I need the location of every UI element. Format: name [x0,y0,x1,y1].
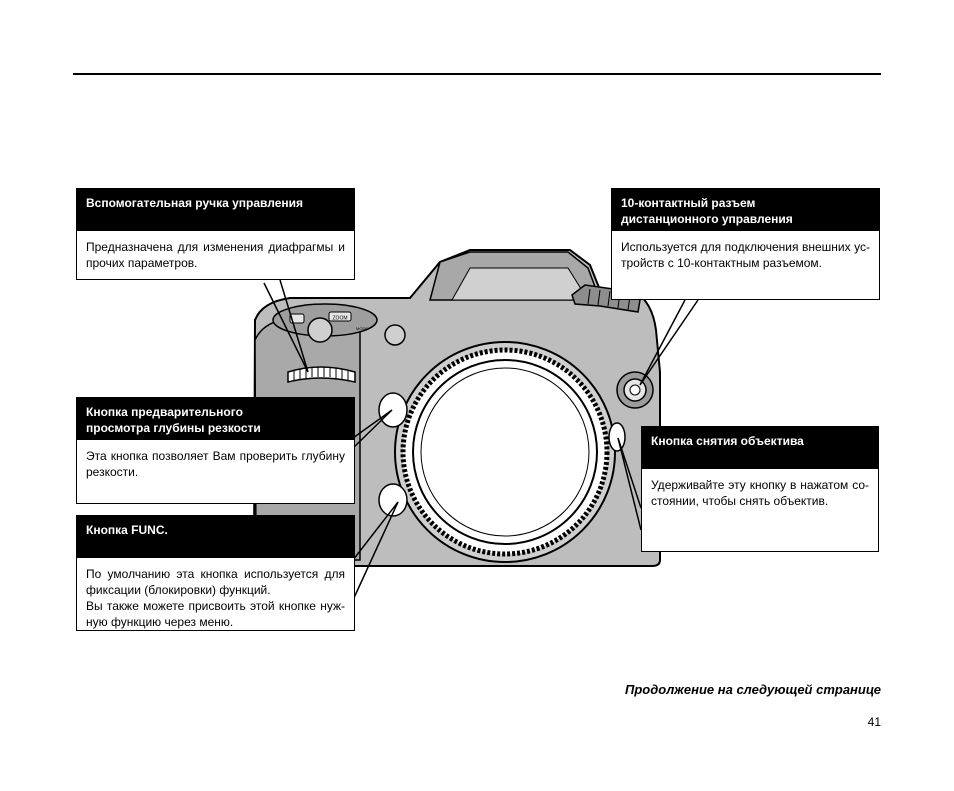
callout-body: Удерживайте эту кнопку в нажатом со-стоя… [642,469,878,515]
mode-label: MODE [356,326,368,331]
callout-depth-of-field-button: Кнопка предварительного просмотра глубин… [76,397,355,504]
callout-text: Предназначена для изменения диафрагмы и … [86,240,345,270]
callout-title-text: Вспомогательная ручка управления [86,196,304,210]
depth-of-field-button [378,392,408,428]
callout-title: Кнопка FUNC. [77,516,354,558]
callout-lens-release-button: Кнопка снятия объектива Удерживайте эту … [641,426,879,552]
body-cap [412,359,598,545]
callout-title: Вспомогательная ручка управления [77,189,354,231]
callout-remote-terminal: 10-контактный разъем дистанционного упра… [611,188,880,300]
callout-text: Эта кнопка позволяет Вам проверить глуби… [86,449,345,479]
self-timer-lamp [384,324,406,346]
callout-title: 10-контактный разъем дистанционного упра… [612,189,879,231]
shutter-button [307,317,333,343]
func-button [378,483,408,517]
callout-title: Кнопка предварительного просмотра глубин… [77,398,354,440]
zoom-button [328,311,352,322]
mode-button [289,313,305,324]
top-rule [73,73,881,75]
callout-title-line-2: дистанционного управления [621,212,793,226]
callout-title-text: Кнопка снятия объектива [651,434,804,448]
callout-text: Используется для подключения внешних ус-… [621,240,870,270]
callout-title: Кнопка снятия объектива [642,427,878,469]
callout-body: Предназначена для изменения диафрагмы и … [77,231,354,277]
callout-title-line-1: Кнопка предварительного [86,405,243,419]
callout-text: Удерживайте эту кнопку в нажатом со-стоя… [651,478,869,508]
callout-sub-command-dial: Вспомогательная ручка управления Предназ… [76,188,355,280]
callout-text-line-2: Вы также можете присвоить этой кнопке ну… [86,599,345,629]
prism-face [451,267,589,301]
callout-text-line-1: По умолчанию эта кнопка используется для… [86,567,345,597]
callout-title-line-1: 10-контактный разъем [621,196,756,210]
callout-body: Используется для подключения внешних ус-… [612,231,879,277]
zoom-label: ZOOM [333,316,348,322]
page-number: 41 [867,715,881,729]
callout-body: Эта кнопка позволяет Вам проверить глуби… [77,440,354,486]
sub-command-dial [287,366,356,383]
callout-title-line-2: просмотра глубины резкости [86,421,261,435]
callout-title-text: Кнопка FUNC. [86,523,168,537]
leader-lines [263,279,699,601]
callout-func-button: Кнопка FUNC. По умолчанию эта кнопка исп… [76,515,355,631]
continue-note: Продолжение на следующей странице [625,682,881,697]
lens-release-button [608,422,626,452]
callout-body: По умолчанию эта кнопка используется для… [77,558,354,636]
